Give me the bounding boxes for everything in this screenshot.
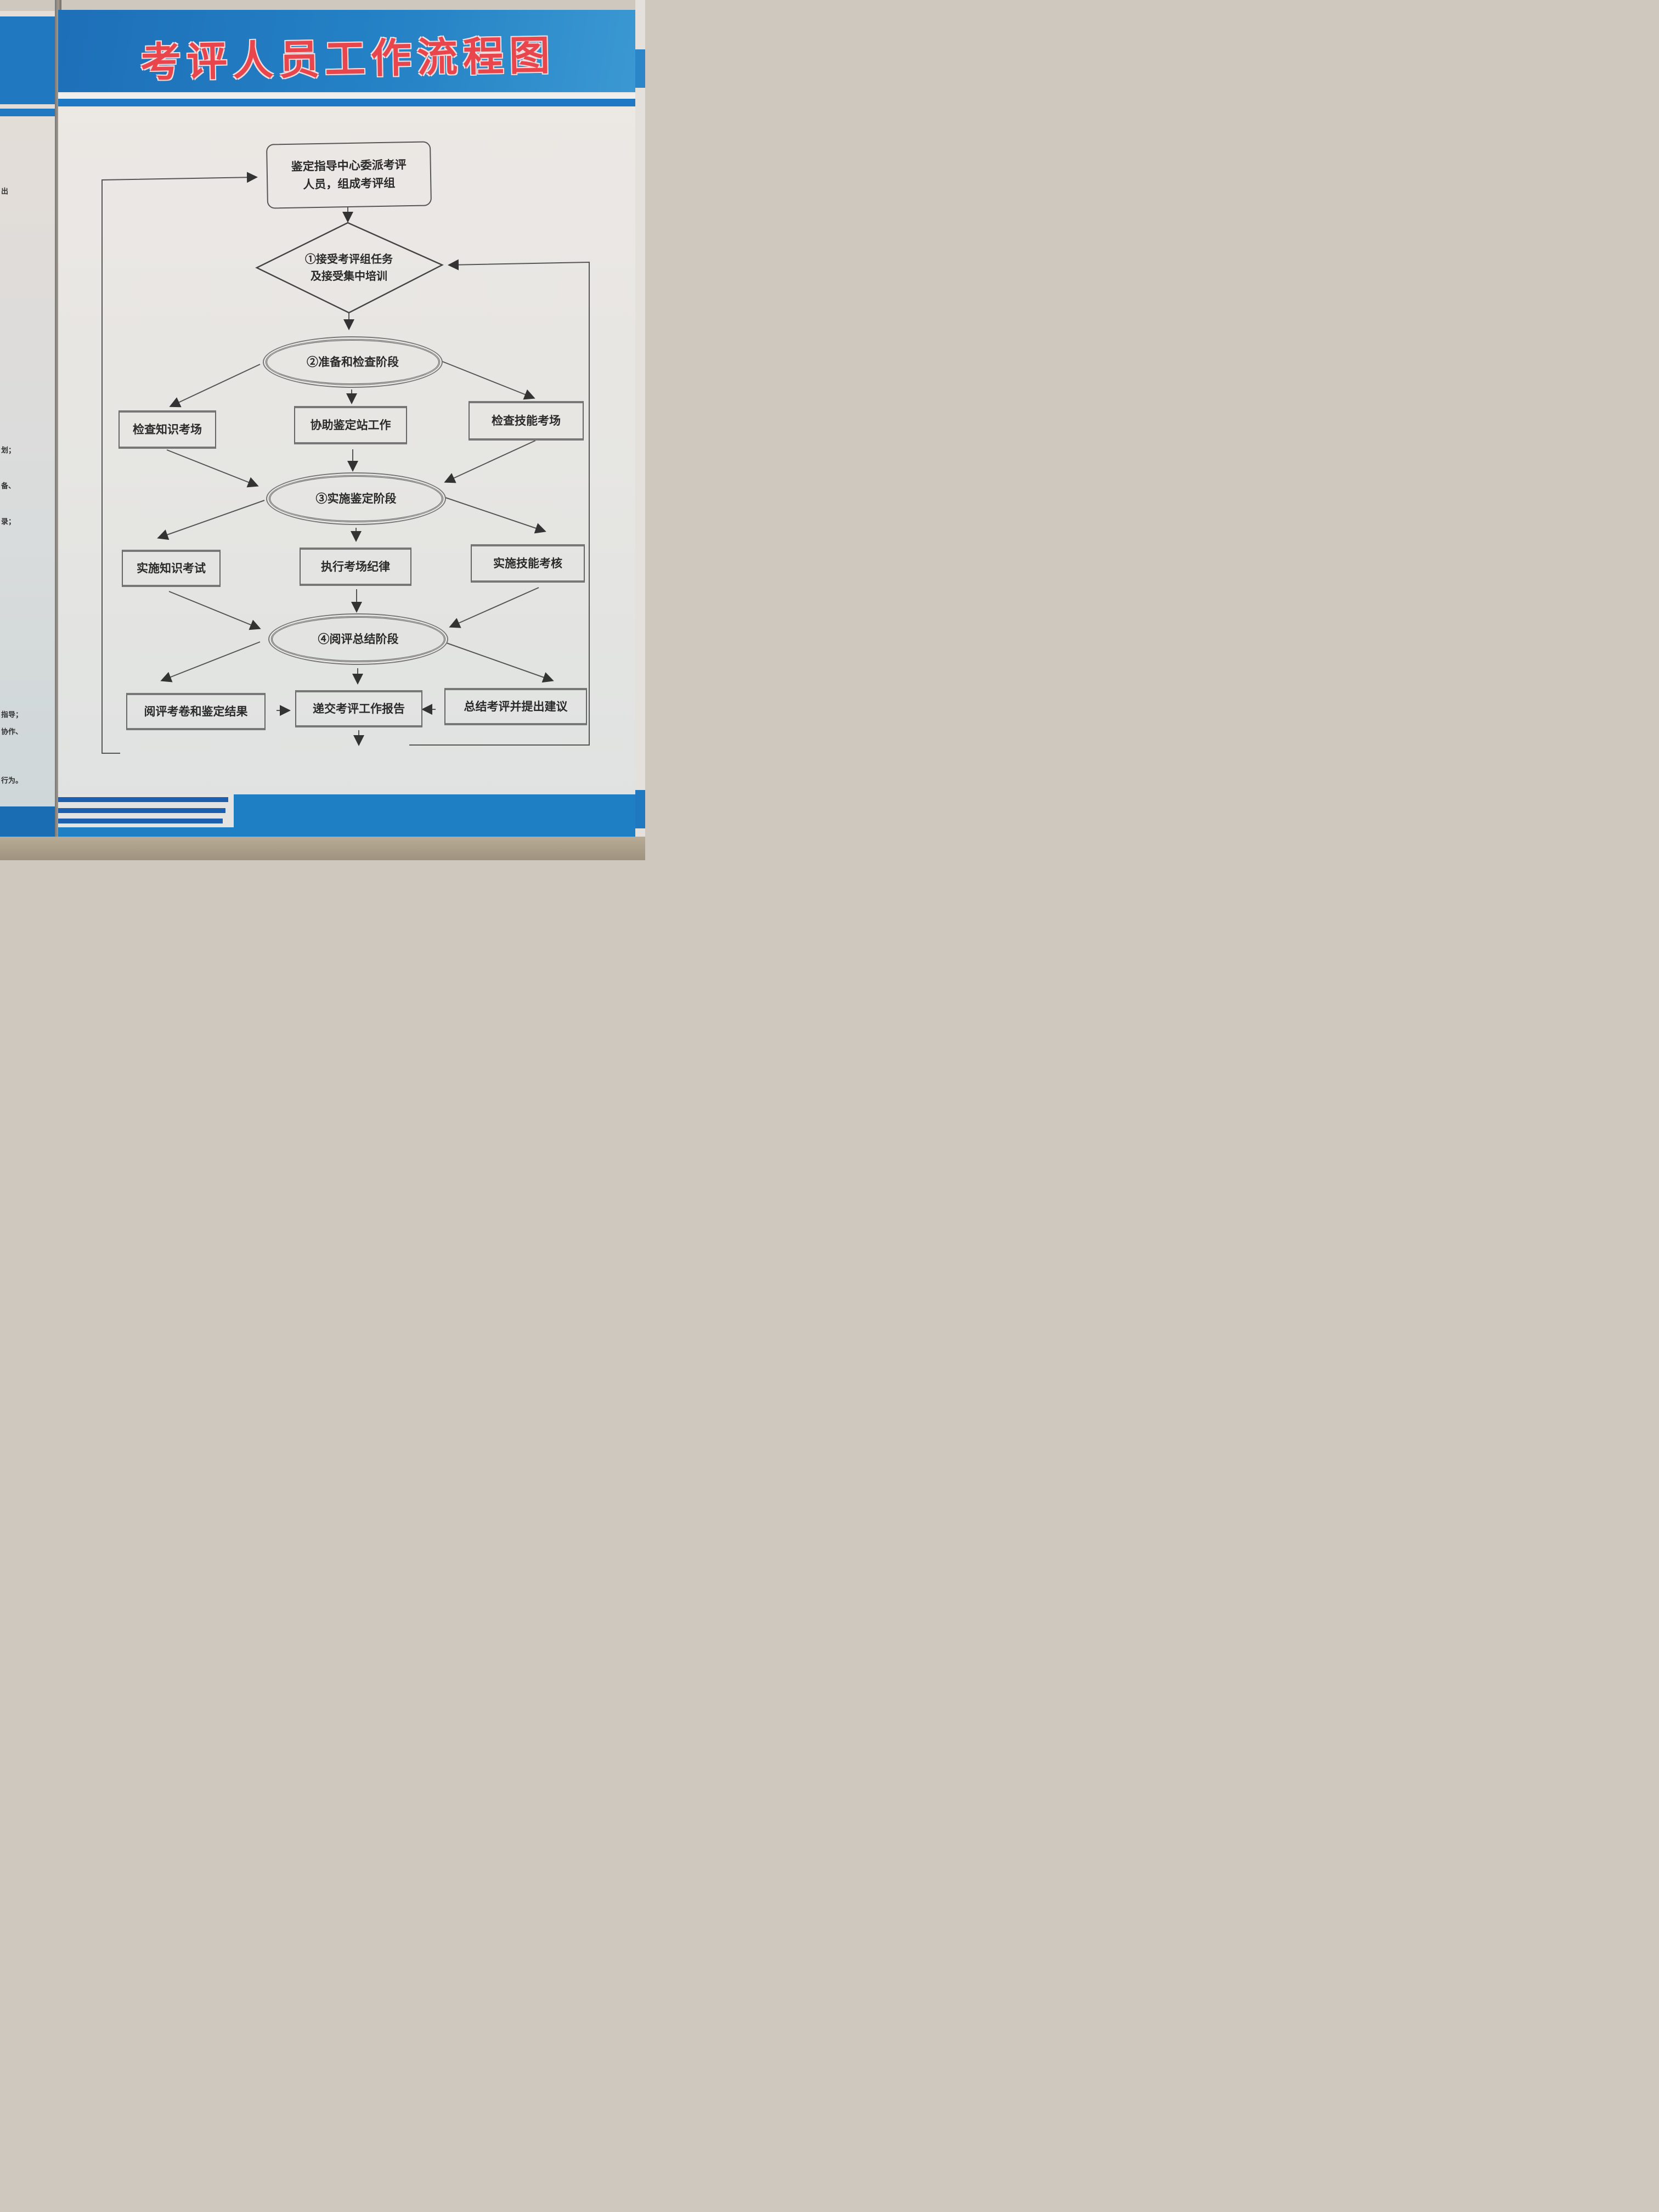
task-label: 协助鉴定站工作 — [310, 417, 391, 432]
task-label: 检查技能考场 — [492, 413, 561, 427]
decision-node: ①接受考评组任务 及接受集中培训 — [278, 246, 420, 290]
stage-2-task-2: 协助鉴定站工作 — [294, 406, 407, 444]
header-divider-white — [58, 93, 635, 99]
adjacent-text-fragment: 划； — [1, 447, 16, 455]
adjacent-board-right-header — [635, 49, 645, 88]
task-label: 执行考场纪律 — [321, 559, 390, 573]
stage-4-node: ④阅评总结阶段 — [271, 616, 445, 662]
task-label: 阅评考卷和鉴定结果 — [144, 704, 248, 718]
stage-4-task-3: 总结考评并提出建议 — [444, 688, 587, 725]
poster-header: 考评人员工作流程图 — [58, 10, 635, 92]
header-divider-blue — [58, 99, 635, 106]
adjacent-text-fragment: 协作、 — [1, 728, 23, 736]
start-node-line1: 鉴定指导中心委派考评 — [291, 157, 407, 174]
stage-2-task-1: 检查知识考场 — [119, 410, 216, 449]
task-label: 总结考评并提出建议 — [464, 699, 568, 713]
adjacent-text-fragment: 出 — [1, 188, 9, 196]
footer-stripe — [58, 808, 225, 813]
footer-stripe — [58, 797, 228, 802]
stage-4-task-1: 阅评考卷和鉴定结果 — [126, 693, 266, 730]
task-label: 实施技能考核 — [493, 556, 562, 570]
adjacent-text-fragment: 录； — [1, 518, 16, 526]
floor — [0, 837, 645, 860]
stage-2-task-3: 检查技能考场 — [469, 401, 584, 441]
adjacent-text-fragment: 行为。 — [1, 777, 23, 785]
adjacent-board-left: 出 划； 备、 录； 指导； 协作、 行为。 — [0, 11, 56, 860]
stage-2-node: ②准备和检查阶段 — [266, 339, 440, 385]
adjacent-text-fragment: 指导； — [1, 711, 23, 719]
adjacent-board-stripe — [0, 109, 56, 116]
adjacent-text-fragment: 备、 — [1, 482, 16, 490]
task-label: 实施知识考试 — [137, 561, 206, 575]
decision-line2: 及接受集中培训 — [311, 269, 387, 283]
flowchart-connectors — [101, 172, 590, 754]
task-label: 递交考评工作报告 — [313, 701, 405, 715]
footer-stripe — [58, 819, 223, 823]
stage-4-task-2: 递交考评工作报告 — [295, 690, 422, 727]
flowchart-poster: 考评人员工作流程图 — [58, 10, 635, 838]
stage-3-task-2: 执行考场纪律 — [300, 548, 411, 586]
stage-3-label: ③实施鉴定阶段 — [315, 491, 397, 505]
start-node-line2: 人员，组成考评组 — [303, 176, 396, 191]
stage-3-node: ③实施鉴定阶段 — [269, 475, 443, 522]
decision-line1: ①接受考评组任务 — [305, 252, 393, 266]
stage-3-task-1: 实施知识考试 — [122, 550, 221, 587]
adjacent-board-right-footer — [635, 790, 645, 828]
stage-4-label: ④阅评总结阶段 — [318, 631, 399, 646]
task-label: 检查知识考场 — [133, 422, 202, 436]
start-node: 鉴定指导中心委派考评 人员，组成考评组 — [266, 141, 432, 209]
stage-3-task-3: 实施技能考核 — [471, 544, 585, 583]
stage-2-label: ②准备和检查阶段 — [307, 354, 399, 369]
adjacent-board-header — [0, 16, 56, 104]
adjacent-board-right — [635, 0, 645, 860]
